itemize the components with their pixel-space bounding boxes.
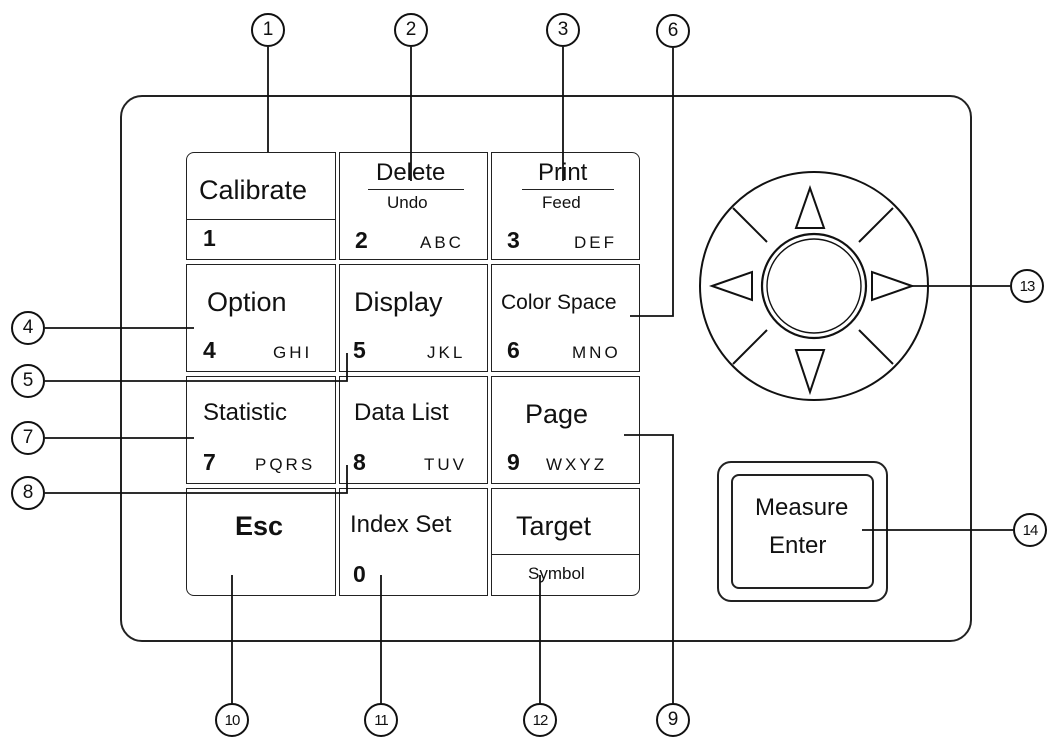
display-key[interactable]: Display 5 JKL bbox=[339, 264, 488, 372]
color-space-key[interactable]: Color Space 6 MNO bbox=[491, 264, 640, 372]
key-number-0: 0 bbox=[353, 561, 366, 587]
calibrate-key[interactable]: Calibrate 1 bbox=[186, 152, 336, 260]
target-symbol-key[interactable]: Target Symbol bbox=[491, 488, 640, 596]
callout-1: 1 bbox=[251, 13, 285, 47]
print-feed-key[interactable]: Print Feed 3 DEF bbox=[491, 152, 640, 260]
diagonal-down-left bbox=[732, 329, 768, 365]
arrow-up-icon[interactable] bbox=[794, 184, 826, 229]
key-letters-wxyz: WXYZ bbox=[546, 455, 608, 474]
index-set-key[interactable]: Index Set 0 bbox=[339, 488, 488, 596]
key-number-8: 8 bbox=[353, 449, 366, 475]
key-letters-ghi: GHI bbox=[273, 343, 313, 362]
key-divider bbox=[187, 219, 335, 220]
key-number-2: 2 bbox=[355, 227, 368, 253]
arrow-right-icon[interactable] bbox=[871, 270, 916, 302]
data-list-key[interactable]: Data List 8 TUV bbox=[339, 376, 488, 484]
target-label: Target bbox=[516, 511, 592, 541]
callout-14: 14 bbox=[1013, 513, 1047, 547]
page-label: Page bbox=[525, 399, 589, 429]
callout-10: 10 bbox=[215, 703, 249, 737]
statistic-label: Statistic bbox=[203, 399, 288, 426]
esc-key[interactable]: Esc bbox=[186, 488, 336, 596]
key-fraction-line bbox=[522, 189, 614, 190]
center-button-inner-ring bbox=[766, 238, 862, 334]
leader-6 bbox=[630, 48, 674, 317]
callout-13: 13 bbox=[1010, 269, 1044, 303]
calibrate-label: Calibrate bbox=[199, 175, 308, 205]
feed-label: Feed bbox=[542, 193, 581, 212]
undo-label: Undo bbox=[387, 193, 428, 212]
callout-5: 5 bbox=[11, 364, 45, 398]
diagonal-up-left bbox=[732, 207, 768, 243]
circle-icon[interactable] bbox=[760, 232, 868, 340]
key-fraction-line bbox=[368, 189, 464, 190]
leader-5 bbox=[45, 353, 348, 382]
callout-2: 2 bbox=[394, 13, 428, 47]
key-number-3: 3 bbox=[507, 227, 520, 253]
key-letters-abc: ABC bbox=[420, 233, 464, 252]
key-letters-def: DEF bbox=[574, 233, 617, 252]
index-set-label: Index Set bbox=[350, 511, 452, 538]
key-divider bbox=[492, 554, 639, 555]
navpad-ring bbox=[699, 171, 929, 401]
arrow-down-icon[interactable] bbox=[794, 349, 826, 396]
color-space-label: Color Space bbox=[501, 291, 617, 314]
diagonal-up-right bbox=[858, 207, 894, 243]
option-key[interactable]: Option 4 GHI bbox=[186, 264, 336, 372]
key-letters-pqrs: PQRS bbox=[255, 455, 316, 474]
key-number-5: 5 bbox=[353, 337, 366, 363]
key-letters-jkl: JKL bbox=[427, 343, 466, 362]
enter-label: Enter bbox=[769, 532, 827, 559]
callout-4: 4 bbox=[11, 311, 45, 345]
key-number-6: 6 bbox=[507, 337, 520, 363]
measure-enter-key[interactable]: Measure Enter bbox=[731, 474, 874, 589]
callout-9: 9 bbox=[656, 703, 690, 737]
callout-8: 8 bbox=[11, 476, 45, 510]
measure-enter-key-frame bbox=[717, 461, 888, 602]
diagonal-down-right bbox=[858, 329, 894, 365]
callout-12: 12 bbox=[523, 703, 557, 737]
callout-7: 7 bbox=[11, 421, 45, 455]
esc-label: Esc bbox=[235, 511, 284, 541]
page-key[interactable]: Page 9 WXYZ bbox=[491, 376, 640, 484]
leader-9 bbox=[624, 434, 674, 705]
key-number-1: 1 bbox=[203, 225, 216, 251]
data-list-label: Data List bbox=[354, 399, 449, 426]
delete-undo-key[interactable]: Delete Undo 2 ABC bbox=[339, 152, 488, 260]
arrow-left-icon[interactable] bbox=[708, 270, 753, 302]
key-letters-tuv: TUV bbox=[424, 455, 467, 474]
key-number-7: 7 bbox=[203, 449, 216, 475]
leader-8 bbox=[45, 465, 348, 494]
symbol-label: Symbol bbox=[528, 564, 585, 583]
callout-3: 3 bbox=[546, 13, 580, 47]
display-label: Display bbox=[354, 287, 443, 317]
callout-11: 11 bbox=[364, 703, 398, 737]
callout-6: 6 bbox=[656, 14, 690, 48]
option-label: Option bbox=[207, 287, 287, 317]
key-letters-mno: MNO bbox=[572, 343, 621, 362]
measure-label: Measure bbox=[755, 494, 849, 521]
statistic-key[interactable]: Statistic 7 PQRS bbox=[186, 376, 336, 484]
key-number-4: 4 bbox=[203, 337, 216, 363]
key-number-9: 9 bbox=[507, 449, 520, 475]
